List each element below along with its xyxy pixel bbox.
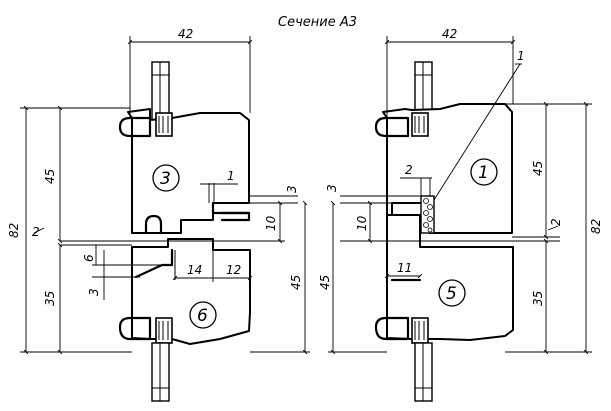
left-upper-element-number: 3 bbox=[160, 169, 171, 189]
dim-left-lower-6: 6 bbox=[82, 254, 96, 262]
left-lower-element-number: 6 bbox=[197, 306, 208, 326]
left-upper-element bbox=[127, 108, 250, 234]
dim-right-left-lower: 45 bbox=[318, 275, 332, 290]
dim-right-lower-height: 35 bbox=[531, 291, 545, 306]
right-upper-element-number: 1 bbox=[478, 163, 489, 183]
section-title: Сечение А3 bbox=[278, 15, 357, 30]
dim-right-top-width: 42 bbox=[442, 27, 457, 41]
dim-left-lower-3: 3 bbox=[87, 288, 101, 296]
dim-right-gap-2: 2 bbox=[405, 163, 413, 177]
dim-right-width-11: 11 bbox=[397, 261, 412, 275]
dim-left-upper-height: 45 bbox=[43, 169, 57, 184]
right-lower-wall bbox=[414, 342, 433, 402]
dim-left-top-width: 42 bbox=[178, 27, 193, 41]
dim-right-upper-height: 45 bbox=[531, 161, 545, 176]
dim-left-ledge-width-2: 12 bbox=[226, 263, 241, 277]
left-lower-wall bbox=[151, 342, 170, 402]
dim-right-step-3: 3 bbox=[325, 184, 339, 192]
dim-left-lower-height: 35 bbox=[43, 291, 57, 306]
dim-right-joint-gap: 2 bbox=[549, 218, 563, 226]
left-assembly: 3 6 42 82 45 35 2 1 3 10 bbox=[7, 27, 310, 402]
dim-right-depth-10: 10 bbox=[355, 215, 369, 231]
dim-left-right-lower: 45 bbox=[289, 275, 303, 290]
dim-left-notch-small: 1 bbox=[227, 169, 235, 183]
dim-left-joint-gap: 2 bbox=[32, 225, 40, 239]
dim-right-total-height: 82 bbox=[589, 219, 603, 234]
dim-left-total-height: 82 bbox=[7, 223, 21, 238]
dim-left-notch-depth: 10 bbox=[264, 215, 278, 231]
right-assembly: 1 5 1 42 82 45 35 2 2 3 bbox=[318, 27, 603, 402]
right-lower-element-number: 5 bbox=[446, 284, 457, 304]
dim-left-notch-step: 3 bbox=[285, 185, 299, 193]
dim-left-ledge-width-1: 14 bbox=[187, 263, 202, 277]
right-leader-label: 1 bbox=[517, 49, 525, 63]
